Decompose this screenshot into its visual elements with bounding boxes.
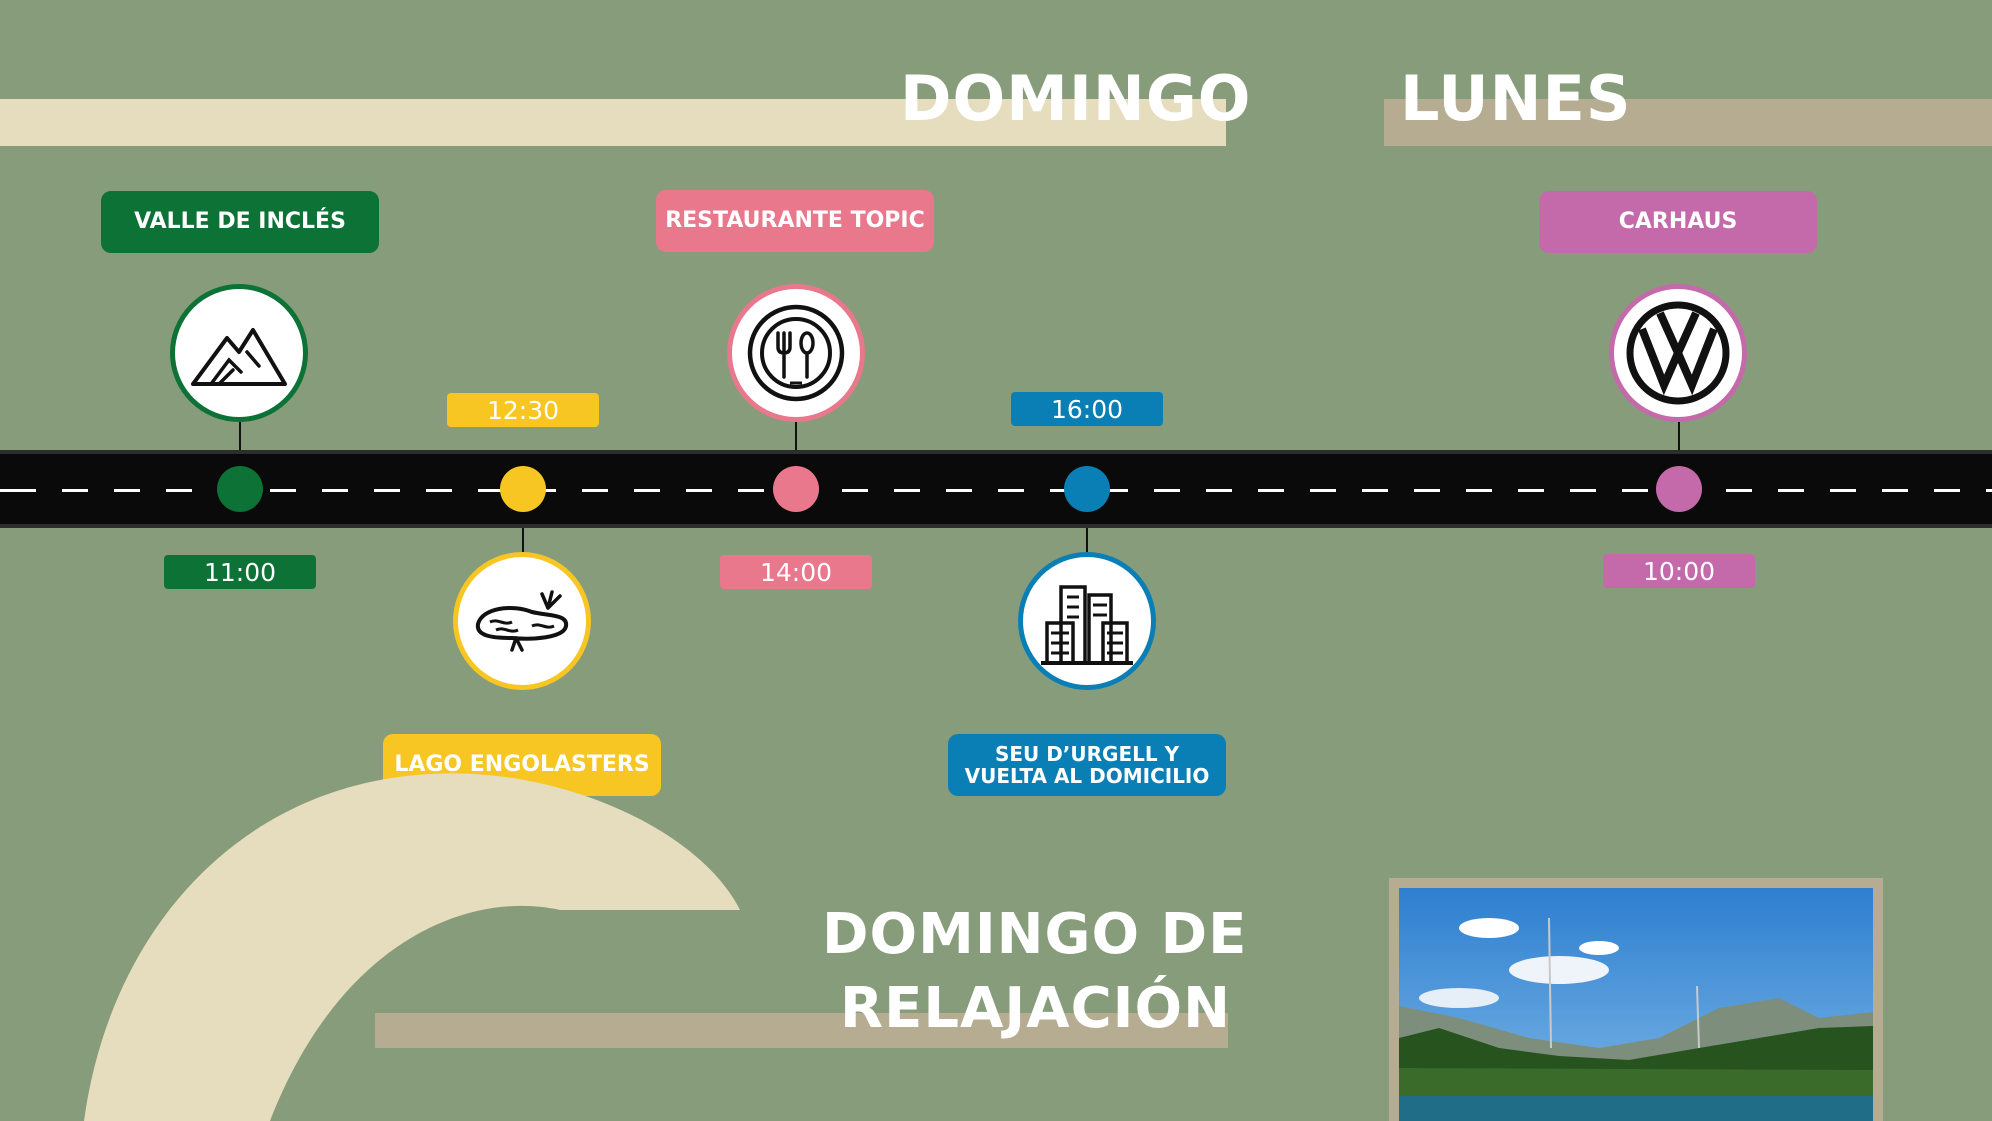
header-bar-left [0, 99, 1226, 146]
city-icon [1041, 585, 1133, 665]
time-badge-valle: 11:00 [164, 555, 316, 589]
stem-lago [522, 528, 524, 552]
stem-seu [1086, 528, 1088, 552]
stop-label-restaurante-topic: RESTAURANTE TOPIC [656, 190, 934, 252]
timeline-dot-lago [500, 466, 546, 512]
stem-carhaus [1678, 422, 1680, 450]
vw-logo-icon [1626, 301, 1730, 405]
stop-icon-circle-lago [453, 552, 591, 690]
stop-label-seu-durgell: SEU D’URGELL Y VUELTA AL DOMICILIO [948, 734, 1226, 796]
stem-valle [239, 422, 241, 450]
stop-label-carhaus: CARHAUS [1539, 191, 1817, 253]
heading-relajacion: RELAJACIÓN [840, 976, 1231, 1041]
stop-icon-circle-restaurante [727, 284, 865, 422]
stop-label-seu-line1: SEU D’URGELL Y [994, 742, 1180, 766]
time-badge-restaurante: 14:00 [720, 555, 872, 589]
timeline-dot-valle [217, 466, 263, 512]
stop-label-valle-de-incles: VALLE DE INCLÉS [101, 191, 379, 253]
stop-icon-circle-valle [170, 284, 308, 422]
bottom-heading-bar [375, 1013, 1228, 1048]
heading-domingo-de: DOMINGO DE [822, 902, 1248, 967]
lake-icon [475, 590, 569, 652]
timeline-dot-restaurante [773, 466, 819, 512]
heading-domingo: DOMINGO [900, 62, 1252, 135]
mountain-icon [191, 328, 287, 386]
timeline-dot-carhaus [1656, 466, 1702, 512]
stop-icon-circle-seu [1018, 552, 1156, 690]
lake-photo [1399, 888, 1873, 1121]
time-badge-lago: 12:30 [447, 393, 599, 427]
decorative-arch [84, 773, 740, 1121]
timeline-dot-seu [1064, 466, 1110, 512]
time-badge-seu: 16:00 [1011, 392, 1163, 426]
stop-label-seu-line2: VUELTA AL DOMICILIO [964, 764, 1210, 788]
header-bar-right [1384, 99, 1992, 146]
heading-lunes: LUNES [1400, 62, 1632, 135]
lake-landscape-image [1399, 888, 1873, 1121]
stem-restaurante [795, 422, 797, 450]
restaurant-icon [747, 304, 845, 402]
road-dashes [0, 489, 1992, 492]
time-badge-carhaus: 10:00 [1603, 554, 1755, 588]
stop-icon-circle-carhaus [1609, 284, 1747, 422]
